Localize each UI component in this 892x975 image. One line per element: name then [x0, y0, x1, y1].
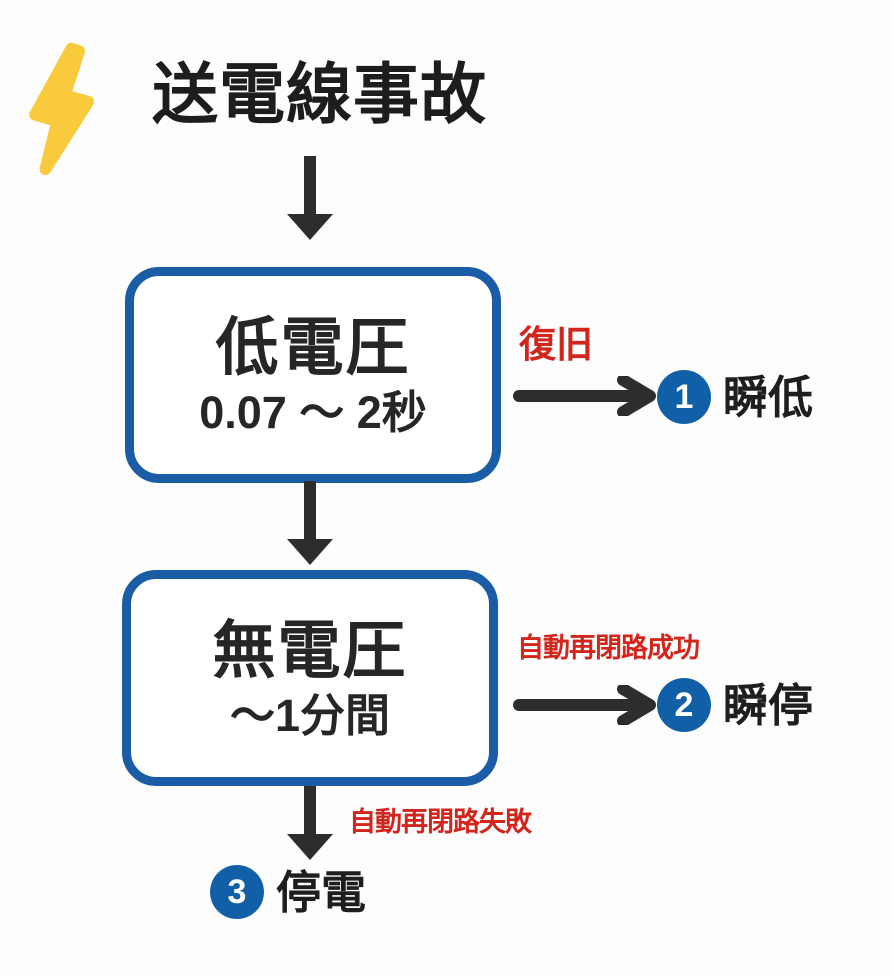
outcome-momentary-outage: 2 瞬停	[657, 678, 813, 732]
outcome-momentary-voltage-dip: 1 瞬低	[657, 370, 813, 424]
condition-label-reclose-success: 自動再閉路成功	[517, 633, 700, 663]
stage-box-low-voltage: 低電圧 0.07 〜 2秒	[125, 267, 501, 483]
condition-label-recovery: 復旧	[519, 324, 593, 365]
outcome-2-number-badge: 2	[657, 678, 711, 732]
arrow-down-3-icon	[287, 786, 333, 860]
lightning-bolt-icon	[29, 42, 95, 176]
outcome-3-label: 停電	[276, 866, 367, 918]
stage-box-no-voltage: 無電圧 〜1分間	[122, 570, 498, 786]
stage-duration: 〜1分間	[229, 690, 391, 742]
condition-label-reclose-failure: 自動再閉路失敗	[349, 807, 532, 837]
outcome-3-number-badge: 3	[210, 865, 264, 919]
stage-name: 低電圧	[215, 312, 411, 383]
outcome-1-label: 瞬低	[723, 371, 814, 423]
outcome-1-number-badge: 1	[657, 370, 711, 424]
outcome-2-label: 瞬停	[723, 679, 814, 731]
stage-duration: 0.07 〜 2秒	[199, 387, 427, 439]
arrow-right-1-icon	[513, 376, 656, 416]
outcome-power-outage: 3 停電	[210, 865, 366, 919]
diagram-title: 送電線事故	[152, 57, 487, 131]
stage-name: 無電圧	[212, 615, 408, 686]
arrow-down-1-icon	[287, 156, 333, 240]
arrow-down-2-icon	[287, 481, 333, 565]
arrow-right-2-icon	[513, 685, 656, 725]
